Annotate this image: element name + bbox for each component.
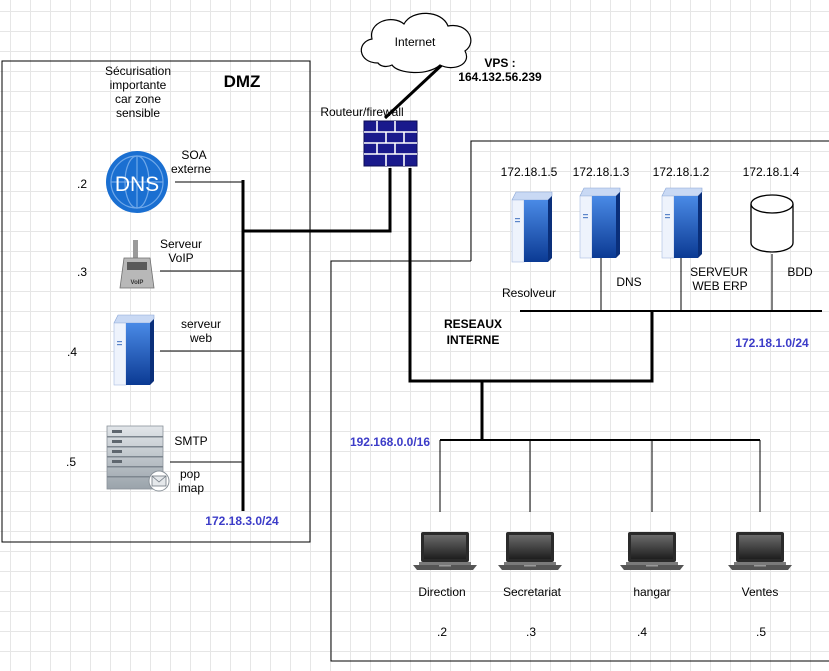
server-ip: 172.18.1.4 bbox=[743, 165, 800, 179]
server-ip: 172.18.1.2 bbox=[653, 165, 710, 179]
dmz-note-line: sensible bbox=[116, 106, 160, 120]
server-label: DNS bbox=[616, 275, 641, 289]
router-to-internet bbox=[383, 60, 447, 120]
server-label: Resolveur bbox=[502, 286, 556, 300]
dns-host-label: externe bbox=[171, 162, 211, 176]
dmz-title: DMZ bbox=[224, 72, 261, 91]
erp-server-icon[interactable] bbox=[661, 187, 703, 259]
firewall-icon[interactable] bbox=[363, 120, 418, 167]
client-label: Ventes bbox=[742, 585, 779, 599]
router-to-internal bbox=[408, 168, 654, 383]
client-ip-suffix: .2 bbox=[437, 625, 447, 639]
dmz-note-line: car zone bbox=[115, 92, 161, 106]
ip-suffix: .3 bbox=[77, 265, 87, 279]
svg-text:VoIP: VoIP bbox=[131, 280, 144, 286]
server-label: BDD bbox=[787, 265, 813, 279]
client-ip-suffix: .4 bbox=[637, 625, 647, 639]
dns-host-label: SOA bbox=[181, 148, 206, 162]
vps-ip: 164.132.56.239 bbox=[458, 70, 542, 84]
internal-frame-upper bbox=[470, 140, 829, 261]
dmz-to-router bbox=[243, 168, 392, 233]
voip-label: VoIP bbox=[168, 251, 193, 265]
dns-icon[interactable]: DNS bbox=[106, 151, 168, 213]
client-label: Direction bbox=[418, 585, 465, 599]
server-label: SERVEUR bbox=[690, 265, 748, 279]
mail-label: SMTP bbox=[174, 434, 207, 448]
client-ip-suffix: .3 bbox=[526, 625, 536, 639]
server-ip: 172.18.1.5 bbox=[501, 165, 558, 179]
mail-label: imap bbox=[178, 481, 204, 495]
laptop-direction-icon[interactable] bbox=[413, 532, 477, 570]
laptop-ventes-icon[interactable] bbox=[728, 532, 792, 570]
dmz-network-label: 172.18.3.0/24 bbox=[205, 514, 279, 528]
internal-frame-outer bbox=[330, 260, 829, 662]
server-network-label: 172.18.1.0/24 bbox=[735, 336, 809, 350]
dmz-frame bbox=[1, 60, 311, 543]
client-label: hangar bbox=[633, 585, 670, 599]
internal-title: RESEAUX bbox=[444, 317, 502, 331]
vps-label: VPS : bbox=[484, 56, 515, 70]
voip-phone-icon[interactable]: VoIP bbox=[119, 240, 155, 289]
client-ip-suffix: .5 bbox=[756, 625, 766, 639]
client-network-label: 192.168.0.0/16 bbox=[350, 435, 430, 449]
ip-suffix: .2 bbox=[77, 177, 87, 191]
server-icon[interactable] bbox=[113, 314, 155, 386]
internet-cloud-icon bbox=[360, 12, 472, 74]
server-ip: 172.18.1.3 bbox=[573, 165, 630, 179]
mail-server-icon[interactable] bbox=[106, 425, 170, 492]
mail-label: pop bbox=[180, 467, 200, 481]
resolver-server-icon[interactable] bbox=[511, 191, 553, 263]
router-label: Routeur/firewall bbox=[320, 105, 403, 119]
dns-badge-text: DNS bbox=[115, 173, 159, 196]
dmz-note: Sécurisation importante car zone sensibl… bbox=[105, 64, 171, 120]
client-label: Secretariat bbox=[503, 585, 562, 599]
web-server-label: serveur bbox=[181, 317, 221, 331]
server-label: WEB ERP bbox=[692, 279, 747, 293]
voip-label: Serveur bbox=[160, 237, 202, 251]
laptop-hangar-icon[interactable] bbox=[620, 532, 684, 570]
connections bbox=[160, 60, 822, 512]
dmz-note-line: importante bbox=[110, 78, 167, 92]
dmz-note-line: Sécurisation bbox=[105, 64, 171, 78]
dns-server-icon[interactable] bbox=[579, 187, 621, 259]
laptop-secretariat-icon[interactable] bbox=[498, 532, 562, 570]
database-icon[interactable] bbox=[750, 194, 794, 253]
ip-suffix: .4 bbox=[67, 345, 77, 359]
internet-label: Internet bbox=[395, 35, 436, 49]
ip-suffix: .5 bbox=[66, 455, 76, 469]
internal-title: INTERNE bbox=[447, 333, 500, 347]
web-server-label: web bbox=[189, 331, 212, 345]
